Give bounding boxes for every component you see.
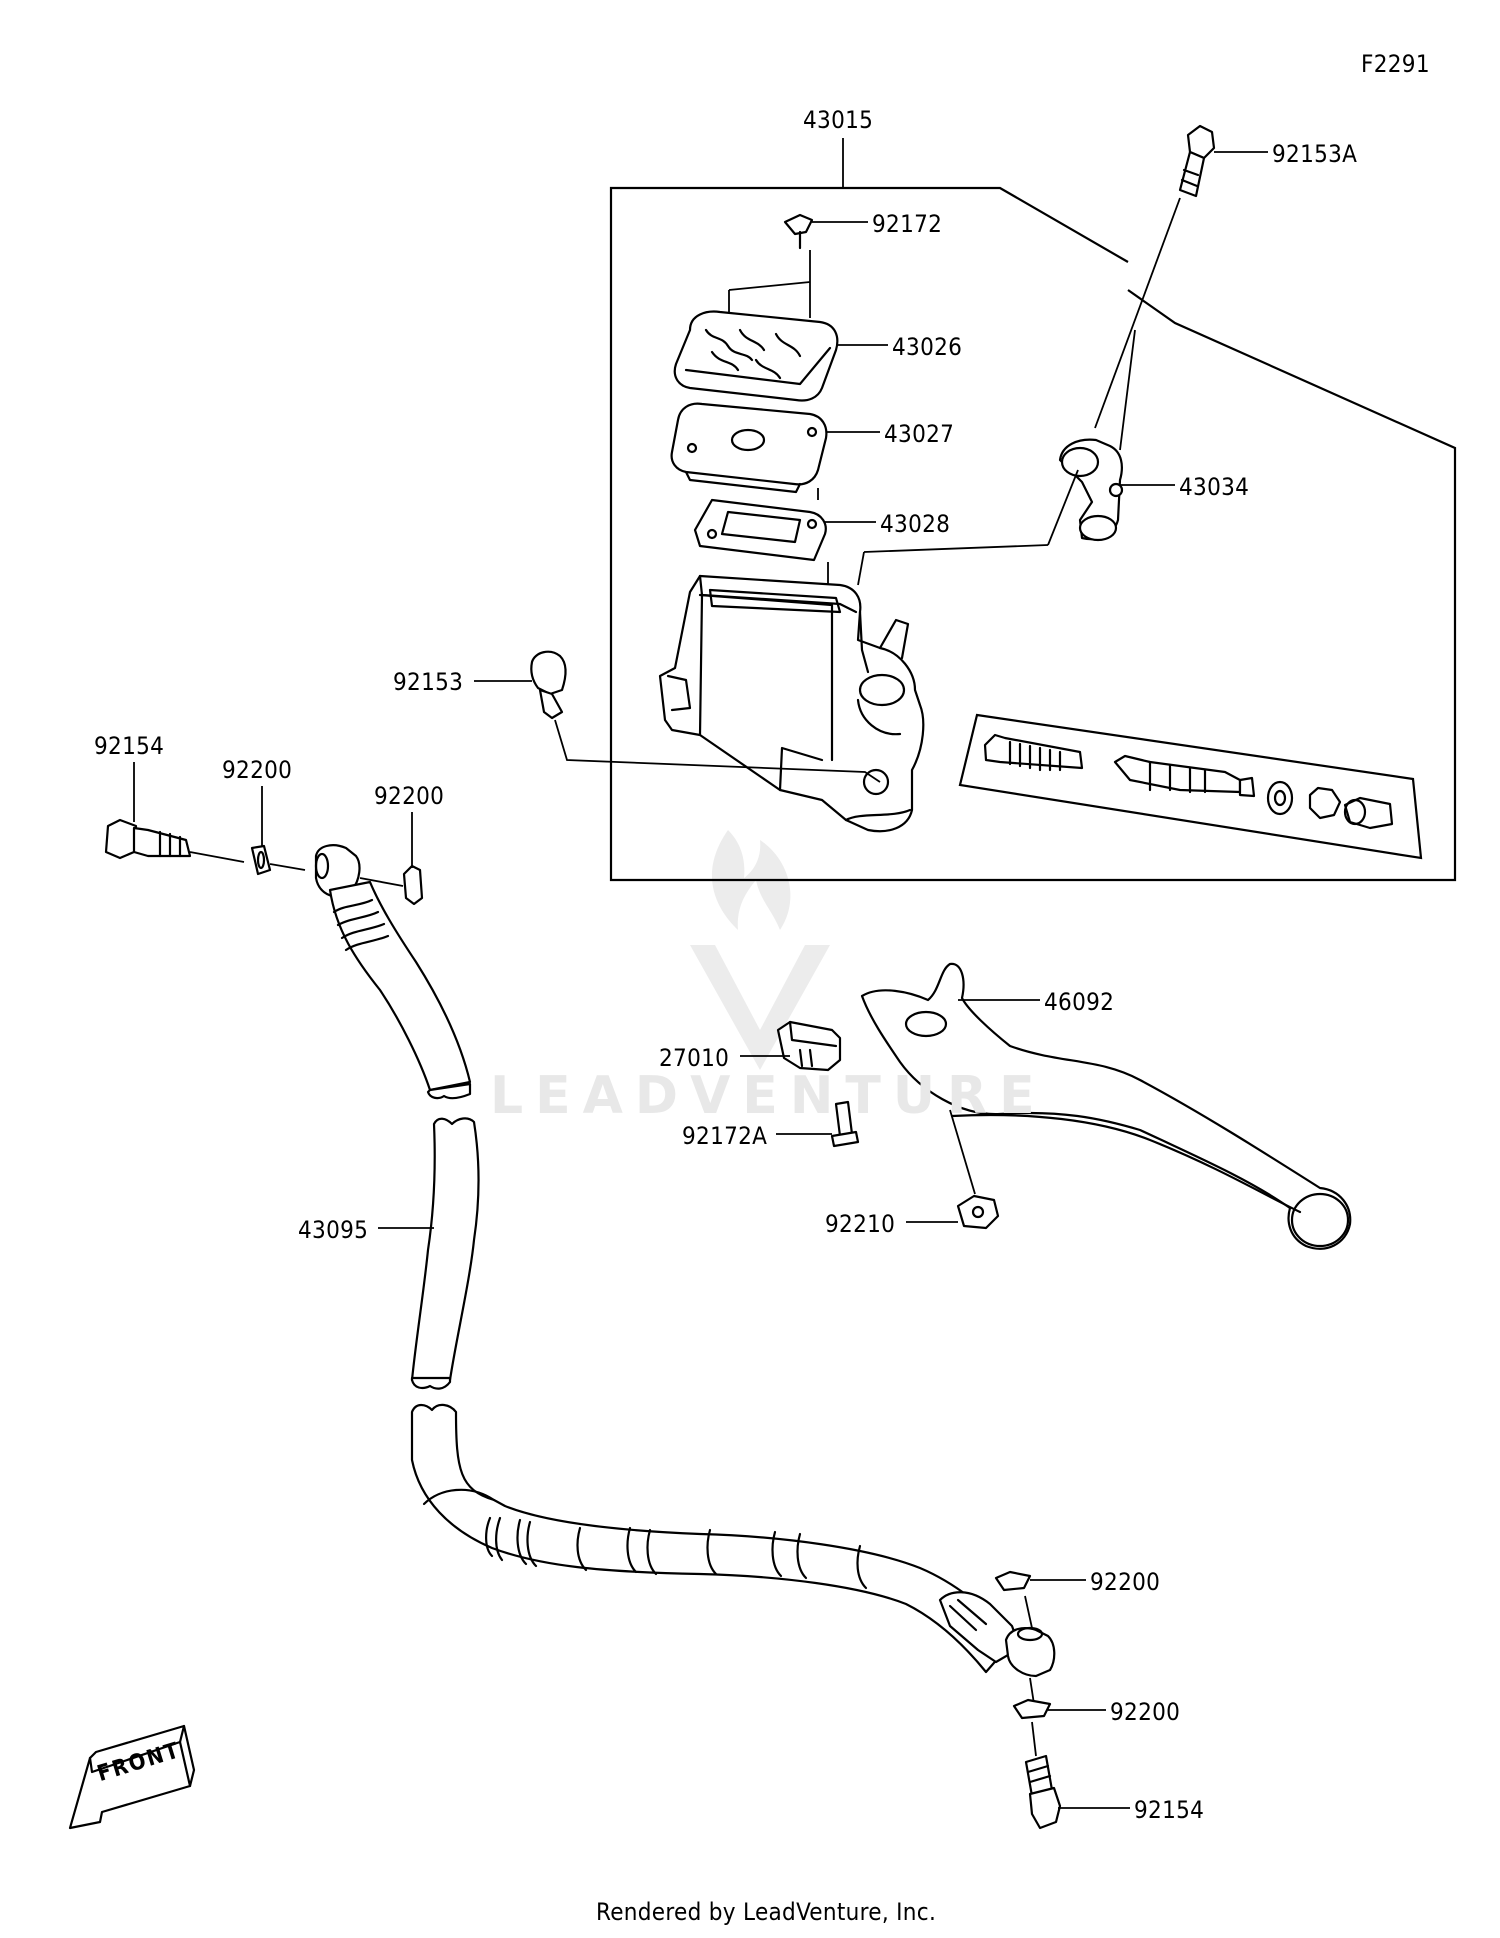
callout-27010: 27010 [659,1044,730,1072]
washer-92200-left [250,844,272,876]
nut-92210 [956,1194,1000,1230]
callout-92153A: 92153A [1272,140,1358,168]
callout-92200-b: 92200 [374,782,445,810]
banjo-bolt-92154-top [104,818,192,860]
bolt-92153A [1178,124,1216,198]
screw-92172A [830,1100,860,1148]
leader-92153A-down [1094,197,1181,429]
callout-43027: 43027 [884,420,955,448]
washer-92200-lower-bottom [1012,1698,1052,1720]
callout-92200-d: 92200 [1110,1698,1181,1726]
banjo-fitting-bottom [1004,1626,1056,1678]
master-cylinder-body [658,574,925,833]
clamp-43034 [1058,438,1124,542]
cover-43027 [670,402,828,494]
diaphragm-43026 [673,310,839,402]
banjo-fitting-top [314,844,361,898]
callout-92153: 92153 [393,668,464,696]
figure-code: F2291 [1361,50,1430,78]
watermark-text: LEADVENTURE [490,1066,1047,1126]
screw-92172 [783,213,814,250]
assembly-frame [609,186,1457,882]
front-direction-badge [68,1724,196,1830]
callout-92210: 92210 [825,1210,896,1238]
plate-43028 [693,498,827,562]
piston-kit [958,713,1423,860]
leader-92153-path [554,719,881,783]
leader-92210-up [949,1109,976,1195]
footer-credit: Rendered by LeadVenture, Inc. [596,1898,937,1926]
washer-92200-right [402,864,424,906]
callout-43095: 43095 [298,1216,369,1244]
callout-46092: 46092 [1044,988,1115,1016]
callout-43026: 43026 [892,333,963,361]
banjo-bolt-92154-bottom [1024,1754,1062,1830]
callout-92172: 92172 [872,210,943,238]
callout-43015: 43015 [803,106,874,134]
callout-92154-top: 92154 [94,732,165,760]
brake-hose-43095 [328,880,1022,1674]
callout-92200-c: 92200 [1090,1568,1161,1596]
callout-43028: 43028 [880,510,951,538]
callout-92172A: 92172A [682,1122,768,1150]
callout-43034: 43034 [1179,473,1250,501]
washer-92200-lower-top [994,1570,1032,1592]
switch-27010 [776,1020,842,1072]
brake-lever-46092 [860,962,1352,1250]
callout-92200-a: 92200 [222,756,293,784]
bolt-92153 [530,650,567,720]
callout-92154-bottom: 92154 [1134,1796,1205,1824]
